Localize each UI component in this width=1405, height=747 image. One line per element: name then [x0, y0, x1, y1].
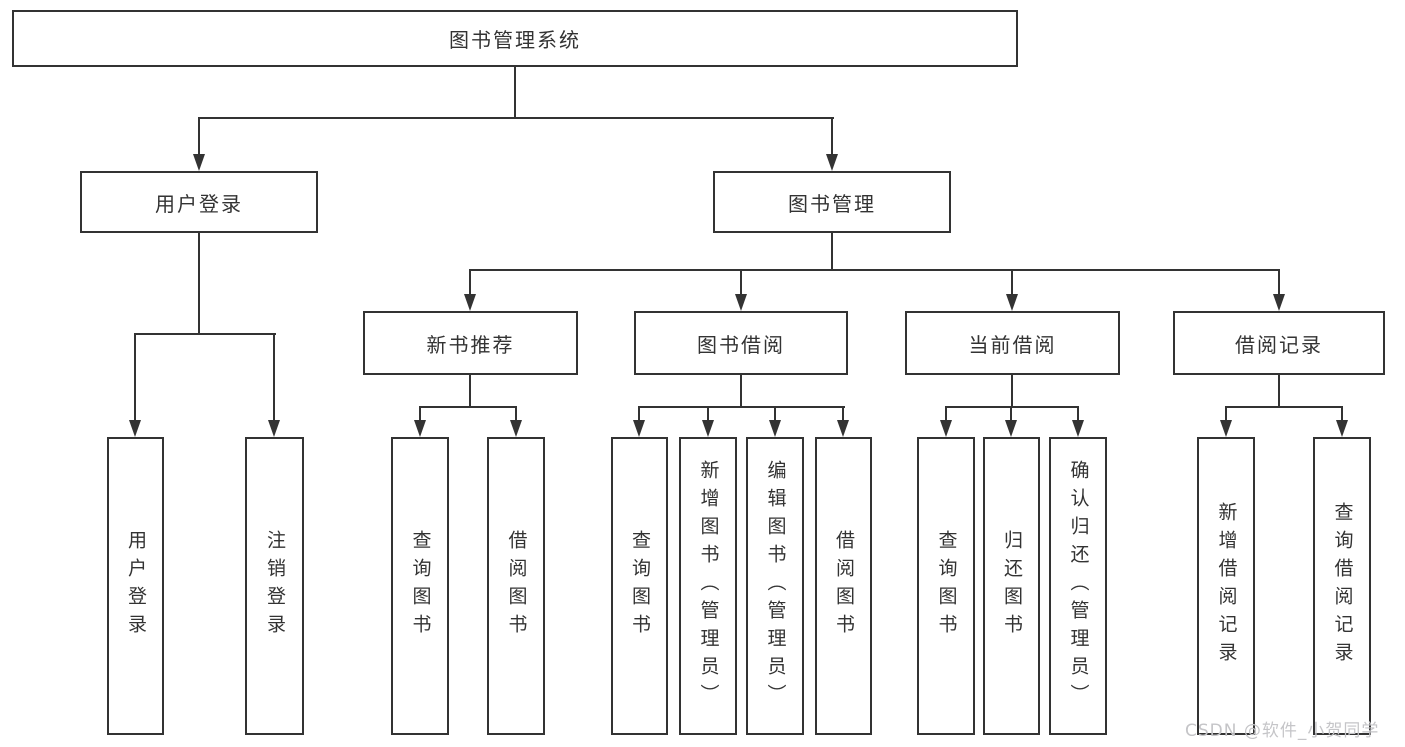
connector-hline: [469, 269, 1280, 271]
node-label: 查询图书: [409, 530, 432, 642]
arrow-down-icon: [1006, 294, 1018, 311]
node-leaf-query-books-borrowing: 查询图书: [611, 437, 668, 735]
node-label: 借阅图书: [505, 530, 528, 642]
arrow-down-icon: [1072, 420, 1084, 437]
arrow-down-icon: [129, 420, 141, 437]
connector-vline: [831, 117, 833, 155]
node-label: 图书借阅: [697, 332, 785, 357]
connector-vline: [469, 375, 471, 408]
node-label: 借阅图书: [833, 530, 855, 642]
connector-vline: [198, 117, 200, 155]
connector-vline: [1077, 406, 1079, 422]
connector-hline: [134, 333, 276, 335]
node-label: 图书管理: [788, 191, 876, 216]
arrow-down-icon: [193, 154, 205, 171]
connector-hline: [945, 406, 1079, 408]
arrow-down-icon: [1273, 294, 1285, 311]
connector-vline: [514, 67, 516, 117]
connector-vline: [198, 233, 200, 335]
node-label: 新增借阅记录: [1215, 502, 1238, 670]
node-label: 用户登录: [155, 191, 243, 216]
connector-hline: [419, 406, 517, 408]
connector-hline: [198, 117, 834, 119]
connector-vline: [1341, 406, 1343, 422]
arrow-down-icon: [837, 420, 849, 437]
node-book-management-module: 图书管理: [713, 171, 951, 233]
node-label: 确认归还（管理员）: [1067, 460, 1090, 712]
arrow-down-icon: [1336, 420, 1348, 437]
node-label: 编辑图书（管理员）: [764, 460, 787, 712]
node-leaf-user-login: 用户登录: [107, 437, 164, 735]
node-leaf-logout: 注销登录: [245, 437, 304, 735]
node-leaf-query-books-recommend: 查询图书: [391, 437, 449, 735]
node-label: 新增图书（管理员）: [697, 460, 720, 712]
connector-vline: [707, 406, 709, 422]
node-root-system: 图书管理系统: [12, 10, 1018, 67]
connector-vline: [469, 269, 471, 295]
node-leaf-confirm-return-admin: 确认归还（管理员）: [1049, 437, 1107, 735]
node-borrowing-records: 借阅记录: [1173, 311, 1385, 375]
arrow-down-icon: [826, 154, 838, 171]
node-label: 借阅记录: [1235, 332, 1323, 357]
node-label: 查询借阅记录: [1331, 502, 1354, 670]
node-label: 归还图书: [1001, 530, 1023, 642]
connector-vline: [842, 406, 844, 422]
connector-vline: [740, 269, 742, 295]
arrow-down-icon: [268, 420, 280, 437]
arrow-down-icon: [464, 294, 476, 311]
node-new-book-recommend: 新书推荐: [363, 311, 578, 375]
node-current-borrowing: 当前借阅: [905, 311, 1120, 375]
node-label: 查询图书: [935, 530, 958, 642]
node-leaf-return-books: 归还图书: [983, 437, 1040, 735]
node-label: 新书推荐: [426, 332, 515, 357]
connector-vline: [1225, 406, 1227, 422]
connector-hline: [638, 406, 845, 408]
connector-vline: [1278, 375, 1280, 408]
connector-vline: [740, 375, 742, 408]
node-leaf-add-books-admin: 新增图书（管理员）: [679, 437, 737, 735]
connector-vline: [638, 406, 640, 422]
node-label: 用户登录: [125, 530, 147, 642]
connector-vline: [273, 333, 275, 421]
node-book-borrowing: 图书借阅: [634, 311, 848, 375]
arrow-down-icon: [769, 420, 781, 437]
connector-vline: [134, 333, 136, 421]
connector-vline: [515, 406, 517, 422]
connector-vline: [1011, 269, 1013, 295]
node-label: 图书管理系统: [449, 28, 581, 52]
node-label: 注销登录: [264, 530, 286, 642]
node-label: 查询图书: [629, 530, 651, 642]
connector-hline: [1225, 406, 1343, 408]
node-user-login-module: 用户登录: [80, 171, 318, 233]
connector-vline: [945, 406, 947, 422]
arrow-down-icon: [940, 420, 952, 437]
connector-vline: [1011, 375, 1013, 408]
connector-vline: [419, 406, 421, 422]
node-leaf-query-borrow-record: 查询借阅记录: [1313, 437, 1371, 735]
node-label: 当前借阅: [968, 332, 1057, 357]
connector-vline: [774, 406, 776, 422]
arrow-down-icon: [702, 420, 714, 437]
arrow-down-icon: [510, 420, 522, 437]
arrow-down-icon: [633, 420, 645, 437]
node-leaf-edit-books-admin: 编辑图书（管理员）: [746, 437, 804, 735]
arrow-down-icon: [1005, 420, 1017, 437]
connector-vline: [1010, 406, 1012, 422]
arrow-down-icon: [1220, 420, 1232, 437]
node-leaf-query-books-current: 查询图书: [917, 437, 975, 735]
node-leaf-add-borrow-record: 新增借阅记录: [1197, 437, 1255, 735]
arrow-down-icon: [735, 294, 747, 311]
arrow-down-icon: [414, 420, 426, 437]
node-leaf-borrow-books-recommend: 借阅图书: [487, 437, 545, 735]
connector-vline: [1278, 269, 1280, 295]
watermark-text: CSDN @软件_小贺同学: [1185, 721, 1380, 741]
node-leaf-borrow-books: 借阅图书: [815, 437, 872, 735]
connector-vline: [831, 233, 833, 271]
